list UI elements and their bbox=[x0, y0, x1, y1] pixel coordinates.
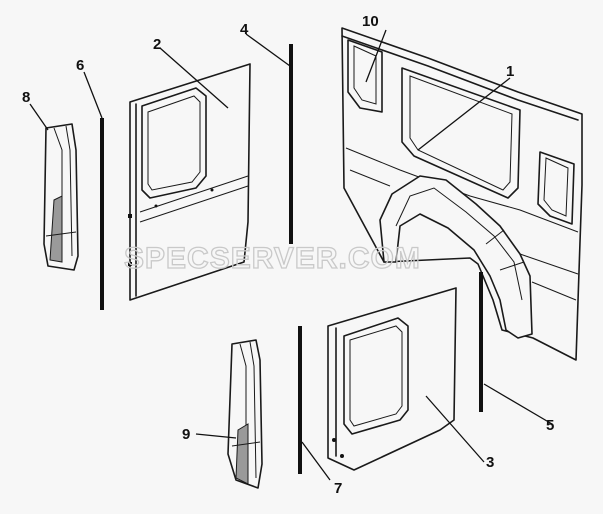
callout-2: 2 bbox=[153, 36, 161, 53]
callout-4: 4 bbox=[240, 21, 249, 38]
callout-8: 8 bbox=[22, 89, 30, 106]
callout-6: 6 bbox=[76, 57, 84, 74]
part-5-seal-strip bbox=[479, 272, 483, 412]
callout-7: 7 bbox=[334, 480, 342, 497]
part-8-pillar-trim bbox=[43, 123, 79, 271]
part-2-left-side-panel bbox=[128, 63, 251, 301]
part-6-seal-strip bbox=[100, 118, 104, 310]
part-4-seal-strip bbox=[289, 44, 293, 244]
part-7-seal-strip bbox=[298, 326, 302, 474]
callout-9: 9 bbox=[182, 426, 190, 443]
callout-1: 1 bbox=[506, 63, 514, 80]
callout-3: 3 bbox=[486, 454, 494, 471]
part-9-pillar-trim bbox=[227, 339, 263, 489]
part-1-rear-wall-panel bbox=[341, 27, 583, 361]
leader-lines bbox=[29, 29, 553, 481]
watermark-text: SPECSERVER.COM bbox=[124, 242, 421, 275]
callout-5: 5 bbox=[546, 417, 554, 434]
part-3-right-side-panel bbox=[327, 287, 457, 471]
callout-10: 10 bbox=[362, 13, 379, 30]
